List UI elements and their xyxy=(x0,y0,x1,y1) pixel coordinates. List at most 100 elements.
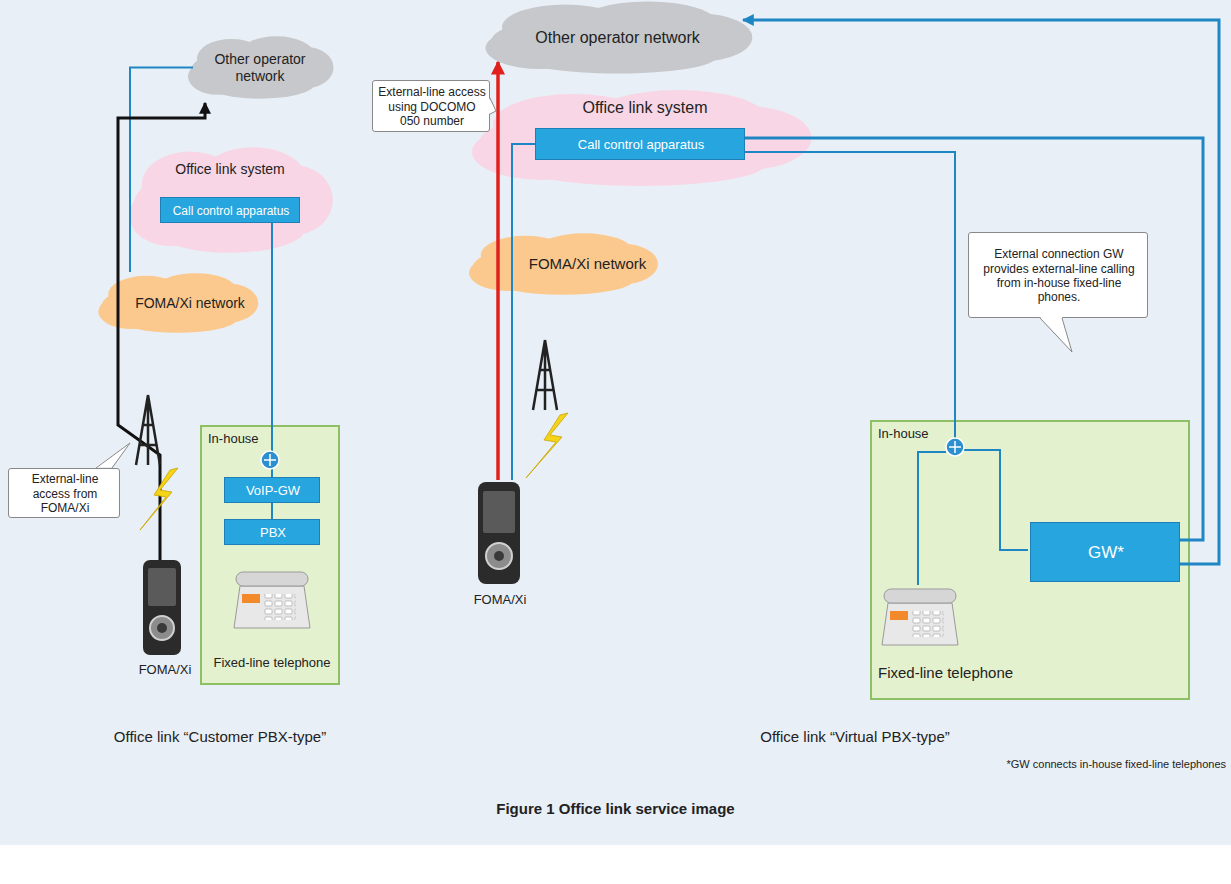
phone-to-call-control-wire xyxy=(512,144,535,480)
text-slot: External-line access from FOMA/Xi xyxy=(13,469,117,519)
label-slot: *GW connects in-house fixed-line telepho… xyxy=(960,758,1226,771)
text-slot: Call control apparatus xyxy=(163,198,299,224)
apparatus-box: Call control apparatus xyxy=(160,197,300,223)
connector xyxy=(271,503,273,519)
fixed-line-phone xyxy=(234,572,310,628)
device-label: FOMA/Xi xyxy=(474,592,527,608)
cloud-system: Office link systemCall control apparatus xyxy=(125,145,335,255)
connector xyxy=(745,152,955,420)
mobile-phone xyxy=(157,623,167,633)
callout-tail xyxy=(96,443,130,468)
node-sublabel: Fixed-line telephone xyxy=(213,655,330,671)
label-slot: Office link “Customer PBX-type” xyxy=(60,728,380,746)
label-slot: Office link “Virtual PBX-type” xyxy=(690,728,1020,746)
mobile-phone xyxy=(150,616,174,640)
callout-tail xyxy=(490,98,496,114)
fixed-line-phone xyxy=(882,589,958,645)
radio-bolt xyxy=(140,468,178,530)
router-icon xyxy=(261,451,279,469)
callout-box: External connection GW provides external… xyxy=(968,232,1148,318)
router-icon xyxy=(946,438,964,456)
mobile-phone xyxy=(478,482,520,584)
mobile-phone xyxy=(478,482,520,584)
text-slot: Other operator network xyxy=(195,35,325,100)
radio-bolt xyxy=(526,413,568,478)
node-label: External-line access from FOMA/Xi xyxy=(13,472,117,515)
fixed-line-phone xyxy=(882,603,958,645)
node-label: GW* xyxy=(1088,543,1124,563)
base-tower xyxy=(136,395,160,465)
connector xyxy=(271,223,273,477)
node-label: PBX xyxy=(260,525,286,541)
text-slot: In-house xyxy=(208,431,308,447)
mobile-phone xyxy=(143,560,181,655)
node-label: FOMA/Xi network xyxy=(529,255,647,273)
phone-to-call-control-wire xyxy=(512,144,535,480)
text-slot: FOMA/Xi network xyxy=(125,272,255,334)
fixed-line-phone xyxy=(242,594,260,603)
mobile-phone xyxy=(494,551,504,561)
node-label: Office link system xyxy=(582,98,707,117)
callout-tail xyxy=(1040,317,1072,352)
figure-caption: Figure 1 Office link service image xyxy=(496,800,734,818)
text-slot: Fixed-line telephone xyxy=(204,655,340,671)
node-label: External-line access using DOCOMO 050 nu… xyxy=(377,85,487,128)
sub-caption: Office link “Customer PBX-type” xyxy=(114,728,326,746)
text-slot: FOMA/Xi network xyxy=(520,232,655,296)
callout-tail xyxy=(96,443,130,468)
callout-box: External-line access using DOCOMO 050 nu… xyxy=(372,80,490,132)
router-icon xyxy=(949,441,961,453)
node-label: In-house xyxy=(878,426,929,442)
mobile-phone xyxy=(143,560,181,655)
text-slot: In-house xyxy=(878,426,998,442)
node-label: FOMA/Xi network xyxy=(135,295,245,312)
node-label: Call control apparatus xyxy=(173,204,290,218)
external-line-red-arrow xyxy=(496,62,500,480)
mobile-phone xyxy=(148,568,176,606)
text-slot: Office link system xyxy=(135,161,325,178)
text-slot: Call control apparatus xyxy=(538,129,744,161)
footnote: *GW connects in-house fixed-line telepho… xyxy=(1006,758,1226,771)
node-label: Call control apparatus xyxy=(578,137,704,153)
external-line-red-arrow xyxy=(498,62,499,480)
cloud-network: FOMA/Xi network xyxy=(95,272,260,334)
text-slot: PBX xyxy=(227,520,319,546)
node-label: In-house xyxy=(208,431,259,447)
text-slot: VoIP-GW xyxy=(227,478,319,504)
text-slot: Fixed-line telephone xyxy=(878,664,1098,682)
fixed-line-phone xyxy=(890,611,908,620)
callout-tail xyxy=(1040,317,1072,352)
router-icon xyxy=(264,454,276,466)
mobile-phone xyxy=(483,491,515,533)
node-label: VoIP-GW xyxy=(246,483,300,499)
caption-slot: Figure 1 Office link service image xyxy=(0,800,1231,818)
text-slot: External-line access using DOCOMO 050 nu… xyxy=(377,81,487,133)
text-slot: External connection GW provides external… xyxy=(974,233,1144,319)
radio-bolt xyxy=(526,413,568,478)
callout-tail xyxy=(96,443,130,467)
cloud-lobe xyxy=(154,204,305,252)
node-label: Office link system xyxy=(175,161,284,178)
cloud-network: FOMA/Xi network xyxy=(465,232,660,296)
base-tower xyxy=(533,340,557,410)
text-slot: Office link system xyxy=(525,98,765,117)
gateway-box: GW* xyxy=(1030,522,1180,582)
gateway-box: VoIP-GW xyxy=(224,477,320,503)
fixed-line-phone xyxy=(236,572,308,586)
callout-tail xyxy=(1040,318,1072,352)
label-slot: FOMA/Xi xyxy=(460,592,540,608)
callout-box: External-line access from FOMA/Xi xyxy=(8,468,120,518)
callout-tail xyxy=(489,98,496,114)
fixed-line-phone xyxy=(912,611,944,637)
node-label: External connection GW provides external… xyxy=(974,247,1144,305)
router-icon xyxy=(946,438,964,456)
label-slot: FOMA/Xi xyxy=(125,662,205,678)
radio-bolt xyxy=(140,468,178,530)
fixed-line-phone xyxy=(234,586,310,628)
sub-caption: Office link “Virtual PBX-type” xyxy=(760,728,950,746)
apparatus-box: Call control apparatus xyxy=(535,128,745,160)
fixed-line-phone xyxy=(884,589,956,603)
